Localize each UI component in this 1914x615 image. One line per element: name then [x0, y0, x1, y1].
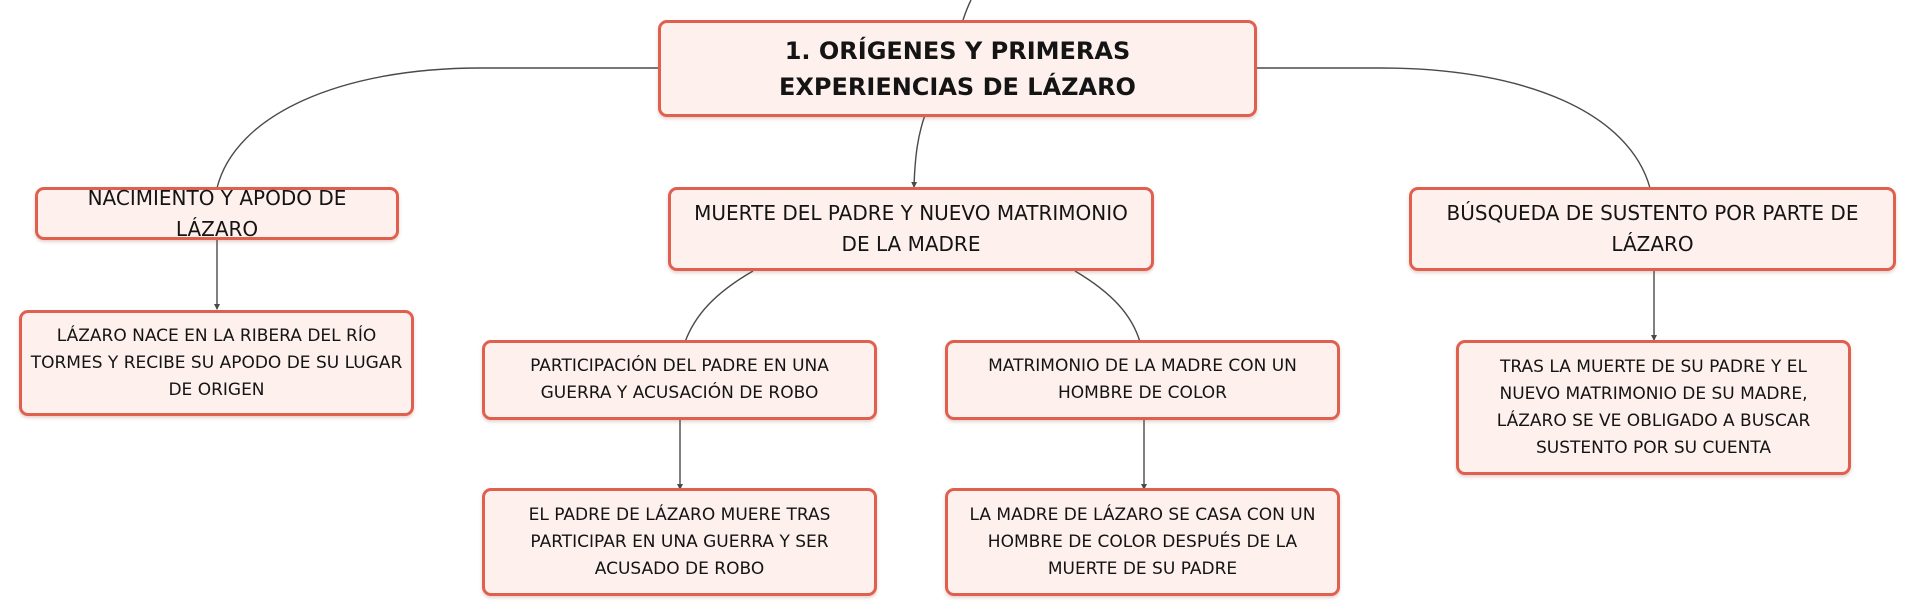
- detail-nacimiento[interactable]: LÁZARO NACE EN LA RIBERA DEL RÍO TORMES …: [19, 310, 414, 416]
- root-topic-label: 1. ORÍGENES Y PRIMERAS EXPERIENCIAS DE L…: [779, 36, 1136, 101]
- root-topic[interactable]: 1. ORÍGENES Y PRIMERAS EXPERIENCIAS DE L…: [658, 20, 1257, 117]
- connector-root-to-nacimiento: [216, 67, 658, 189]
- connector-root-to-busqueda: [1256, 67, 1651, 189]
- connector-muerte-to-matrimonio: [1074, 270, 1141, 343]
- subtopic-matrimonio-madre[interactable]: MATRIMONIO DE LA MADRE CON UN HOMBRE DE …: [945, 340, 1340, 420]
- detail-busqueda-sustento-text: TRAS LA MUERTE DE SU PADRE Y EL NUEVO MA…: [1496, 356, 1811, 458]
- subtopic-participacion-padre[interactable]: PARTICIPACIÓN DEL PADRE EN UNA GUERRA Y …: [482, 340, 877, 420]
- connector-root-to-muerte: [911, 114, 926, 188]
- connector-parent-to-root: [962, 0, 972, 21]
- detail-busqueda-sustento[interactable]: TRAS LA MUERTE DE SU PADRE Y EL NUEVO MA…: [1456, 340, 1851, 475]
- detail-participacion-padre-text: EL PADRE DE LÁZARO MUERE TRAS PARTICIPAR…: [528, 504, 831, 579]
- topic-muerte-padre-matrimonio-label: MUERTE DEL PADRE Y NUEVO MATRIMONIO DE L…: [694, 201, 1128, 256]
- connector-muerte-to-participacion: [684, 270, 754, 343]
- topic-nacimiento-apodo[interactable]: NACIMIENTO Y APODO DE LÁZARO: [35, 186, 399, 241]
- topic-busqueda-sustento[interactable]: BÚSQUEDA DE SUSTENTO POR PARTE DE LÁZARO: [1409, 187, 1896, 271]
- subtopic-matrimonio-madre-label: MATRIMONIO DE LA MADRE CON UN HOMBRE DE …: [988, 356, 1297, 403]
- detail-participacion-padre[interactable]: EL PADRE DE LÁZARO MUERE TRAS PARTICIPAR…: [482, 488, 877, 596]
- topic-nacimiento-apodo-label: NACIMIENTO Y APODO DE LÁZARO: [87, 185, 347, 241]
- topic-muerte-padre-matrimonio[interactable]: MUERTE DEL PADRE Y NUEVO MATRIMONIO DE L…: [668, 187, 1154, 271]
- detail-matrimonio-madre[interactable]: LA MADRE DE LÁZARO SE CASA CON UN HOMBRE…: [945, 488, 1340, 596]
- subtopic-participacion-padre-label: PARTICIPACIÓN DEL PADRE EN UNA GUERRA Y …: [530, 356, 829, 403]
- detail-matrimonio-madre-text: LA MADRE DE LÁZARO SE CASA CON UN HOMBRE…: [969, 504, 1316, 579]
- detail-nacimiento-text: LÁZARO NACE EN LA RIBERA DEL RÍO TORMES …: [30, 325, 403, 400]
- topic-busqueda-sustento-label: BÚSQUEDA DE SUSTENTO POR PARTE DE LÁZARO: [1446, 201, 1859, 256]
